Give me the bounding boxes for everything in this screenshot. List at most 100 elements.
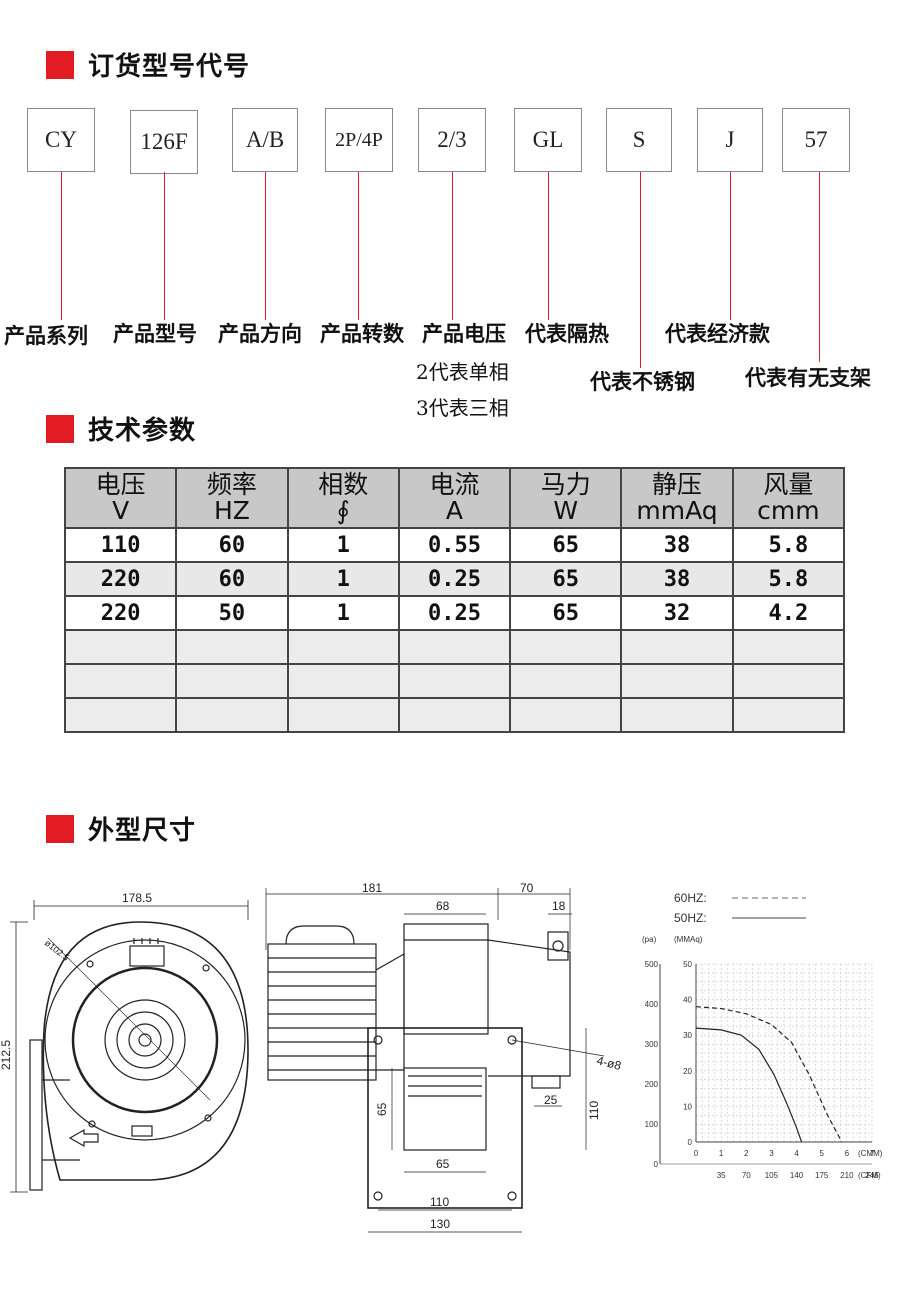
red-square-icon bbox=[46, 814, 74, 843]
table-cell: 38 bbox=[620, 527, 734, 563]
desc-direction: 产品方向 bbox=[218, 322, 302, 346]
table-cell: 220 bbox=[63, 595, 178, 631]
section-title: 技术参数 bbox=[88, 416, 197, 446]
code-box-insulation: GL bbox=[514, 108, 582, 172]
table-cell: 1 bbox=[286, 527, 400, 563]
y-tick-mmaq: 40 bbox=[683, 996, 692, 1005]
code-box-stainless: S bbox=[606, 108, 672, 172]
x-label-cmm: (CMM) bbox=[858, 1149, 883, 1158]
desc-series: 产品系列 bbox=[4, 324, 88, 348]
connector-line bbox=[265, 172, 266, 320]
chart-grid bbox=[659, 963, 873, 1165]
y-tick-mmaq: 30 bbox=[683, 1031, 692, 1040]
dim-front-height: 212.5 bbox=[0, 1040, 13, 1070]
x-label-cfm: (CFM) bbox=[858, 1171, 881, 1180]
x-tick-cfm: 70 bbox=[742, 1171, 751, 1180]
connector-line bbox=[640, 172, 641, 368]
x-tick-cfm: 175 bbox=[815, 1171, 829, 1180]
dim-holes: 4-ø8 bbox=[595, 1053, 623, 1073]
dim-total-length: 181 bbox=[362, 881, 382, 895]
connector-line bbox=[452, 172, 453, 320]
y-tick-pa: 0 bbox=[654, 1160, 659, 1169]
dim-side-height: 110 bbox=[587, 1101, 601, 1120]
code-box-model: 126F bbox=[130, 110, 198, 174]
x-tick-cmm: 1 bbox=[719, 1149, 724, 1158]
table-cell bbox=[63, 629, 178, 665]
desc-bracket: 代表有无支架 bbox=[745, 366, 871, 390]
table-row bbox=[63, 663, 846, 699]
table-cell bbox=[63, 663, 178, 699]
series-line-50hz bbox=[695, 1027, 803, 1143]
x-tick-cfm: 210 bbox=[840, 1171, 854, 1180]
desc-economy: 代表经济款 bbox=[665, 322, 770, 346]
table-cell bbox=[397, 697, 512, 733]
desc-model: 产品型号 bbox=[113, 322, 197, 346]
dim-base-width: 130 bbox=[430, 1217, 450, 1231]
table-row bbox=[63, 697, 846, 733]
connector-line bbox=[730, 172, 731, 320]
desc-stainless: 代表不锈钢 bbox=[590, 370, 695, 394]
desc-three-phase: 3代表三相 bbox=[416, 396, 509, 420]
code-box-direction: A/B bbox=[232, 108, 298, 172]
desc-insulation: 代表隔热 bbox=[525, 322, 609, 346]
table-cell bbox=[286, 629, 400, 665]
x-tick-cmm: 2 bbox=[744, 1149, 749, 1158]
table-cell bbox=[731, 629, 846, 665]
dim-outlet-height: 65 bbox=[375, 1102, 389, 1116]
table-cell: 220 bbox=[63, 561, 178, 597]
table-cell: 0.25 bbox=[397, 595, 512, 631]
table-cell bbox=[286, 663, 400, 699]
red-square-icon bbox=[46, 414, 74, 443]
table-cell: 60 bbox=[175, 527, 289, 563]
table-cell: 50 bbox=[175, 595, 289, 631]
header-phase: 相数∮ bbox=[286, 467, 400, 529]
table-cell bbox=[175, 697, 289, 733]
y-label-mmaq: (MMAq) bbox=[674, 935, 703, 944]
dim-front-width: 178.5 bbox=[122, 891, 152, 905]
section-order-code: 订货型号代号 bbox=[46, 46, 250, 83]
table-cell: 38 bbox=[620, 561, 734, 597]
code-box-series: CY bbox=[27, 108, 95, 172]
table-cell: 32 bbox=[620, 595, 734, 631]
x-tick-cfm: 35 bbox=[717, 1171, 726, 1180]
desc-voltage: 产品电压 bbox=[422, 322, 506, 346]
y-tick-pa: 100 bbox=[645, 1120, 659, 1129]
code-box-economy: J bbox=[697, 108, 763, 172]
table-cell bbox=[509, 697, 623, 733]
code-box-speed: 2P/4P bbox=[325, 108, 393, 172]
y-tick-pa: 400 bbox=[645, 1000, 659, 1009]
code-box-voltage: 2/3 bbox=[418, 108, 486, 172]
connector-line bbox=[61, 172, 62, 320]
table-row bbox=[63, 629, 846, 665]
red-square-icon bbox=[46, 50, 74, 79]
dim-box-width: 18 bbox=[552, 899, 566, 913]
table-cell bbox=[175, 629, 289, 665]
y-label-pa: (pa) bbox=[642, 935, 657, 944]
table-cell bbox=[509, 629, 623, 665]
table-cell bbox=[397, 629, 512, 665]
desc-speed: 产品转数 bbox=[320, 322, 404, 346]
series-line-60hz bbox=[695, 1006, 843, 1143]
connector-line bbox=[548, 172, 549, 320]
table-cell bbox=[731, 663, 846, 699]
table-cell: 4.2 bbox=[731, 595, 846, 631]
performance-chart: 60HZ: 50HZ: (pa) (MMAq) (CMM) (CFM) 5040… bbox=[642, 891, 883, 1180]
legend-label-50hz: 50HZ: bbox=[674, 911, 707, 925]
table-cell bbox=[620, 629, 734, 665]
section-dimensions: 外型尺寸 bbox=[46, 810, 196, 847]
table-cell: 65 bbox=[509, 527, 623, 563]
table-cell bbox=[286, 697, 400, 733]
x-tick-cfm: 140 bbox=[790, 1171, 804, 1180]
x-tick-cmm: 0 bbox=[694, 1149, 699, 1158]
desc-single-phase: 2代表单相 bbox=[416, 360, 509, 384]
x-tick-cfm: 105 bbox=[765, 1171, 779, 1180]
y-tick-pa: 200 bbox=[645, 1080, 659, 1089]
